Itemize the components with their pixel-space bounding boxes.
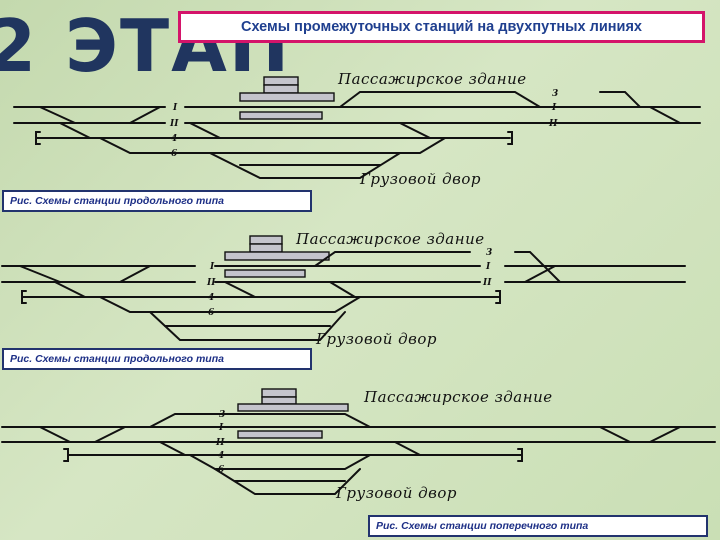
track-4-stop-right bbox=[517, 448, 523, 462]
crossover bbox=[399, 122, 431, 139]
crossover bbox=[649, 426, 681, 443]
track-6 bbox=[99, 137, 446, 154]
caption-text: Рис. Схемы станции продольного типа bbox=[10, 195, 224, 207]
track-label: I bbox=[485, 262, 491, 272]
passenger-platform bbox=[237, 403, 349, 412]
crossover bbox=[19, 265, 61, 283]
track-label: I bbox=[172, 103, 178, 113]
crossover bbox=[119, 265, 151, 283]
caption-text: Рис. Схемы станции поперечного типа bbox=[376, 520, 589, 532]
track-label: I bbox=[218, 423, 224, 433]
track-3 bbox=[149, 413, 371, 428]
track-label: 6 bbox=[171, 149, 178, 159]
track-label: II bbox=[206, 278, 216, 288]
track-label: I bbox=[209, 262, 215, 272]
track-label: 3 bbox=[486, 248, 492, 258]
crossover bbox=[394, 441, 421, 456]
station-building-mid bbox=[261, 396, 297, 405]
track-label: 6 bbox=[208, 308, 215, 318]
track-3-right bbox=[514, 251, 561, 283]
track-label: II bbox=[169, 119, 179, 129]
freight-yard-label: Грузовой двор bbox=[335, 484, 457, 502]
caption-scheme-2: Рис. Схемы станции продольного типа bbox=[2, 348, 312, 370]
crossover bbox=[329, 281, 356, 298]
track-4-stop-left bbox=[21, 290, 27, 304]
island-platform bbox=[239, 111, 323, 120]
track-label: II bbox=[548, 119, 558, 129]
scheme-3-diagram: Пассажирское здание Грузовой двор 3 I II… bbox=[1, 388, 716, 502]
passenger-building-label: Пассажирское здание bbox=[363, 388, 553, 406]
crossover bbox=[224, 281, 256, 298]
track-label: II bbox=[482, 278, 492, 288]
track-4-stop-right bbox=[507, 131, 513, 145]
track-6 bbox=[189, 454, 371, 470]
track-label: II bbox=[215, 438, 225, 448]
header-box: Схемы промежуточных станций на двухпутны… bbox=[178, 11, 705, 43]
station-building-mid bbox=[263, 84, 299, 94]
crossover bbox=[159, 441, 186, 456]
passenger-platform bbox=[239, 92, 335, 102]
track-4-stop-left bbox=[35, 131, 41, 145]
crossover bbox=[649, 106, 681, 124]
caption-scheme-3: Рис. Схемы станции поперечного типа bbox=[368, 515, 708, 537]
crossover bbox=[39, 106, 76, 124]
station-building-mid bbox=[249, 243, 283, 253]
track-label: I bbox=[551, 103, 557, 113]
header-title: Схемы промежуточных станций на двухпутны… bbox=[241, 19, 642, 35]
track-label: 4 bbox=[218, 451, 224, 461]
track-4-stop-left bbox=[63, 448, 69, 462]
freight-yard-label: Грузовой двор bbox=[315, 330, 437, 348]
track-3-right bbox=[599, 91, 641, 108]
track-3 bbox=[339, 91, 541, 108]
track-4-stop-right bbox=[495, 290, 501, 304]
crossover bbox=[599, 426, 631, 443]
crossover bbox=[129, 106, 161, 124]
crossover bbox=[524, 265, 556, 283]
track-3 bbox=[314, 251, 471, 267]
station-building-top bbox=[249, 235, 283, 245]
passenger-platform bbox=[224, 251, 330, 261]
track-label: 3 bbox=[552, 89, 558, 99]
caption-text: Рис. Схемы станции продольного типа bbox=[10, 353, 224, 365]
crossover bbox=[39, 426, 71, 443]
island-platform bbox=[237, 430, 323, 439]
station-building-top bbox=[261, 388, 297, 398]
crossover bbox=[189, 122, 221, 139]
passenger-building-label: Пассажирское здание bbox=[295, 230, 485, 248]
track-label: 3 bbox=[219, 410, 225, 420]
track-label: 4 bbox=[171, 134, 177, 144]
track-6 bbox=[99, 296, 361, 313]
track-label: 6 bbox=[218, 465, 225, 475]
crossover bbox=[59, 122, 91, 139]
island-platform bbox=[224, 269, 306, 278]
freight-yard-label: Грузовой двор bbox=[359, 170, 481, 188]
passenger-building-label: Пассажирское здание bbox=[337, 70, 527, 88]
crossover bbox=[54, 281, 86, 298]
crossover bbox=[94, 426, 126, 443]
scheme-1-diagram: Пассажирское здание Грузовой двор I II 4… bbox=[13, 70, 701, 188]
scheme-2-diagram: Пассажирское здание Грузовой двор I II 4… bbox=[1, 230, 686, 348]
caption-scheme-1: Рис. Схемы станции продольного типа bbox=[2, 190, 312, 212]
track-label: 4 bbox=[208, 293, 214, 303]
station-building-top bbox=[263, 76, 299, 86]
